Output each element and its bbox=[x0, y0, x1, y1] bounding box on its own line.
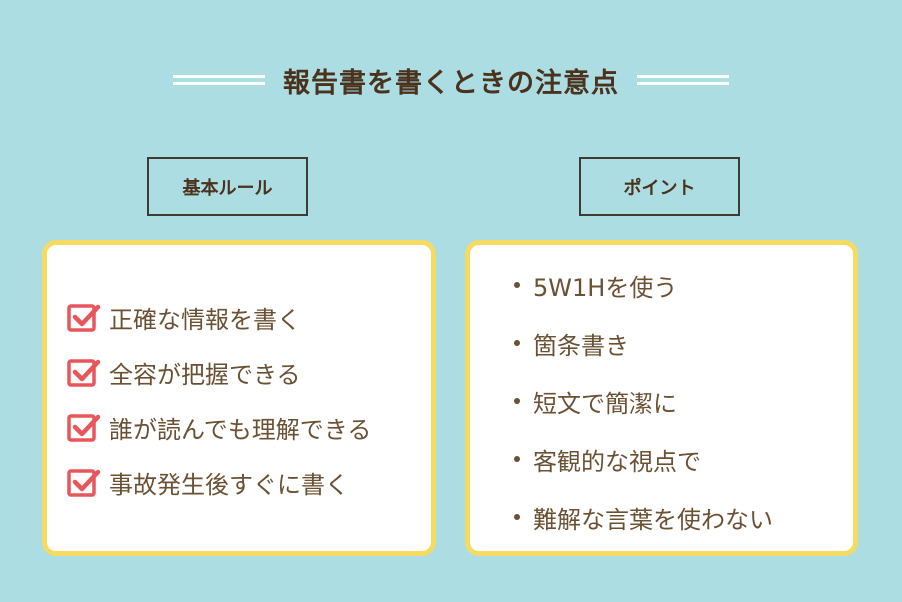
rule-text: 誰が読んでも理解できる bbox=[109, 415, 372, 444]
point-text: 客観的な視点で bbox=[533, 447, 701, 476]
rule-text: 全容が把握できる bbox=[109, 360, 301, 389]
list-item: 難解な言葉を使わない bbox=[514, 499, 773, 535]
basic-rules-list: 正確な情報を書く 全容が把握できる 誰が読んでも理解できる 事故発生後すぐに書く bbox=[67, 299, 371, 519]
rule-text: 正確な情報を書く bbox=[109, 305, 301, 334]
list-item: 短文で簡潔に bbox=[514, 383, 773, 419]
bullet-icon bbox=[514, 340, 520, 346]
checkbox-checked-icon bbox=[67, 413, 101, 442]
title-decoration-left bbox=[173, 75, 265, 85]
list-item: 箇条書き bbox=[514, 325, 773, 361]
title-row: 報告書を書くときの注意点 bbox=[0, 58, 902, 102]
bullet-icon bbox=[514, 398, 520, 404]
checkbox-checked-icon bbox=[67, 358, 101, 387]
points-label: ポイント bbox=[579, 157, 740, 216]
point-text: 箇条書き bbox=[533, 331, 629, 360]
list-item: 全容が把握できる bbox=[67, 354, 371, 390]
point-text: 5W1Hを使う bbox=[533, 273, 678, 302]
list-item: 5W1Hを使う bbox=[514, 267, 773, 303]
bullet-icon bbox=[514, 282, 520, 288]
points-card: 5W1Hを使う 箇条書き 短文で簡潔に 客観的な視点で 難解な言葉を使わない bbox=[465, 240, 858, 556]
list-item: 誰が読んでも理解できる bbox=[67, 409, 371, 445]
page-title: 報告書を書くときの注意点 bbox=[283, 67, 619, 99]
title-decoration-right bbox=[637, 75, 729, 85]
point-text: 短文で簡潔に bbox=[533, 389, 677, 418]
bullet-icon bbox=[514, 456, 520, 462]
bullet-icon bbox=[514, 514, 520, 520]
checkbox-checked-icon bbox=[67, 468, 101, 497]
list-item: 正確な情報を書く bbox=[67, 299, 371, 335]
checkbox-checked-icon bbox=[67, 303, 101, 332]
points-list: 5W1Hを使う 箇条書き 短文で簡潔に 客観的な視点で 難解な言葉を使わない bbox=[514, 267, 773, 557]
list-item: 客観的な視点で bbox=[514, 441, 773, 477]
basic-rules-label: 基本ルール bbox=[147, 157, 308, 216]
point-text: 難解な言葉を使わない bbox=[533, 505, 773, 534]
basic-rules-card: 正確な情報を書く 全容が把握できる 誰が読んでも理解できる 事故発生後すぐに書く bbox=[42, 240, 436, 556]
list-item: 事故発生後すぐに書く bbox=[67, 464, 371, 500]
rule-text: 事故発生後すぐに書く bbox=[109, 470, 349, 499]
